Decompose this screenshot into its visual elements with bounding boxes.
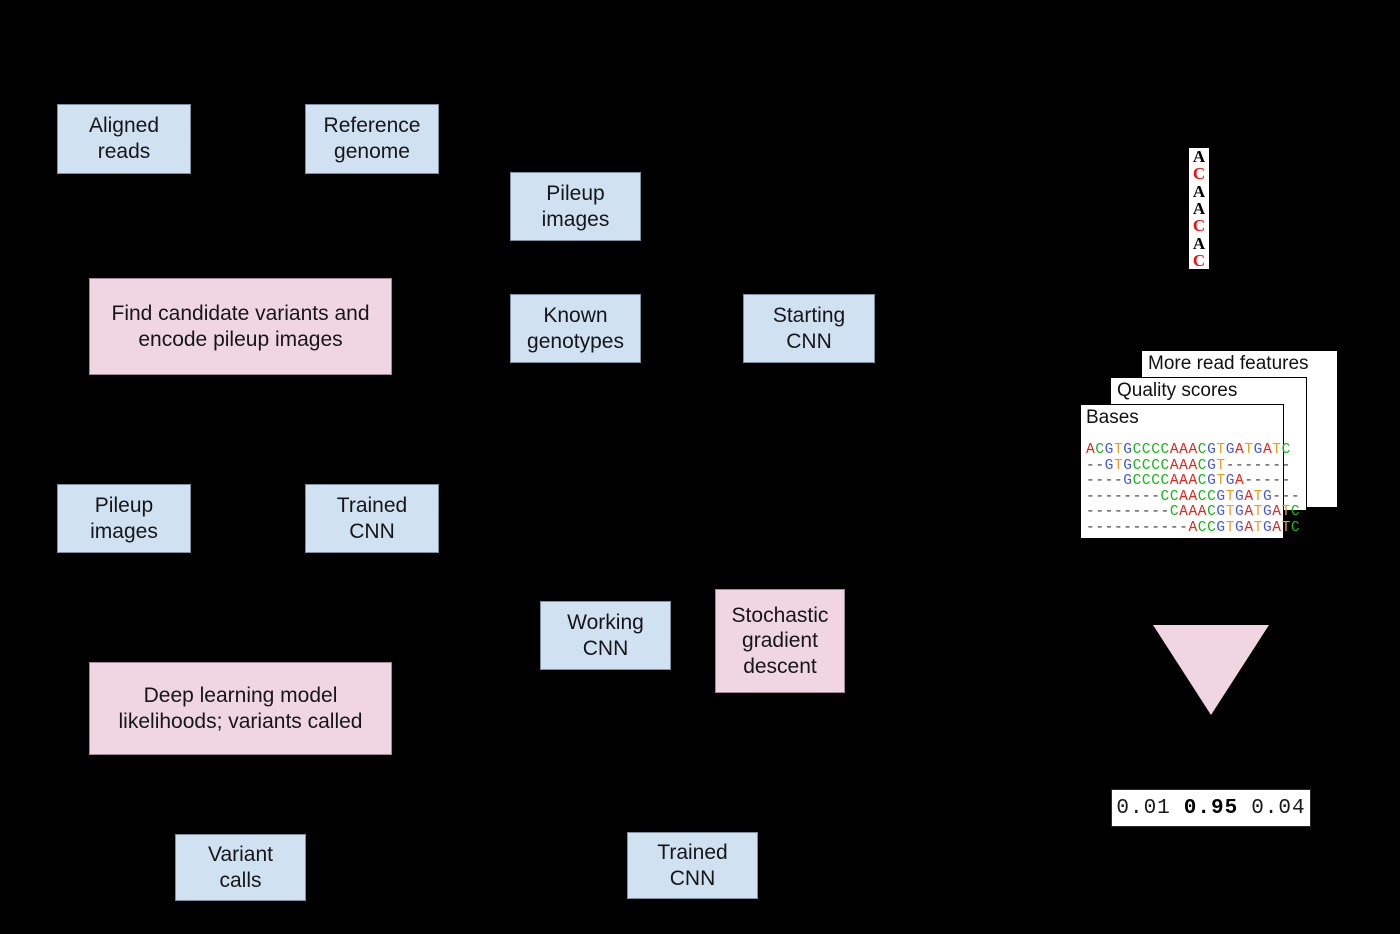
node-pileup-images-top[interactable]: Pileup images: [510, 172, 641, 241]
node-stochastic-gradient-descent[interactable]: Stochastic gradient descent: [715, 589, 845, 693]
reference-base-6: C: [1192, 250, 1206, 270]
node-trained-cnn-bottom[interactable]: Trained CNN: [627, 832, 758, 899]
node-working-cnn[interactable]: Working CNN: [540, 601, 671, 670]
probability-value-1: 0.95: [1183, 796, 1239, 820]
reference-base-3: A: [1192, 198, 1206, 218]
node-variant-calls[interactable]: Variant calls: [175, 834, 306, 901]
feature-card-bases[interactable]: [1080, 404, 1284, 539]
reference-base-0: A: [1192, 147, 1206, 166]
pileup-base-rows: ACGTGCCCCAAACGTGATGATC--GTGCCCCAAACGT---…: [1086, 442, 1301, 537]
reference-base-2: A: [1192, 181, 1206, 201]
reference-base-4: C: [1192, 216, 1206, 236]
node-trained-cnn-mid[interactable]: Trained CNN: [305, 484, 439, 553]
feature-card-bases-title: Bases: [1086, 407, 1139, 428]
reference-base-1: C: [1192, 164, 1206, 184]
probability-value-2: 0.04: [1251, 796, 1306, 820]
node-find-candidate-variants[interactable]: Find candidate variants and encode pileu…: [89, 278, 392, 375]
cnn-funnel-triangle: [1153, 625, 1269, 715]
pileup-row: --GTGCCCCAAACGT-------: [1086, 457, 1291, 474]
pileup-row: ACGTGCCCCAAACGTGATGATC: [1086, 442, 1291, 458]
probability-value-0: 0.01: [1116, 796, 1171, 820]
pileup-row: --------CCAACCGTGATG---: [1086, 488, 1301, 505]
genotype-probabilities: 0.01 0.95 0.04: [1111, 789, 1311, 827]
node-pileup-images-mid[interactable]: Pileup images: [57, 484, 191, 553]
node-aligned-reads[interactable]: Aligned reads: [57, 104, 191, 174]
pileup-row: ----GCCCCAAACGTGA-----: [1086, 473, 1291, 490]
reference-base-5: A: [1192, 233, 1206, 253]
node-known-genotypes[interactable]: Known genotypes: [510, 294, 641, 363]
feature-card-quality-scores-title: Quality scores: [1117, 380, 1238, 401]
pileup-row: -----------ACCGTGATGATC: [1086, 519, 1301, 536]
node-reference-genome[interactable]: Reference genome: [305, 104, 439, 174]
pileup-row: ---------CAAACGTGATGATC: [1086, 504, 1301, 521]
node-starting-cnn[interactable]: Starting CNN: [743, 294, 875, 363]
feature-card-more-read-features-title: More read features: [1148, 353, 1309, 374]
node-deep-learning-model[interactable]: Deep learning model likelihoods; variant…: [89, 662, 392, 755]
